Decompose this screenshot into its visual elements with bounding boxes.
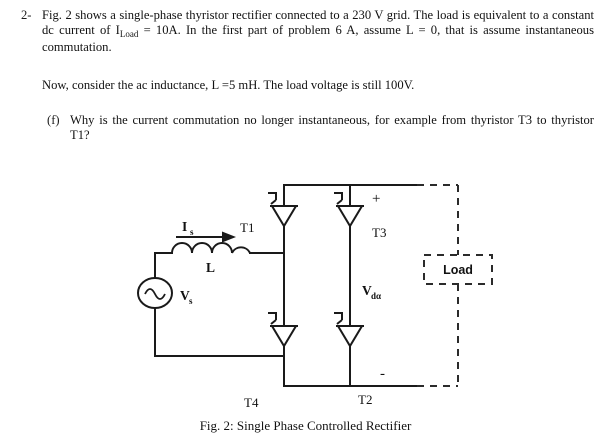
thyristor-t1-label: T1: [240, 220, 254, 235]
dc-minus-sign: -: [380, 366, 385, 382]
current-label-is: I: [182, 219, 187, 234]
i-load-subscript: Load: [119, 28, 139, 39]
paragraph-1-part-a: Fig. 2 shows a single-phase thyristor re…: [42, 8, 594, 38]
load-connection-dashed: [417, 184, 459, 387]
circuit-wires: [154, 184, 418, 387]
current-label-is-sub: s: [190, 227, 194, 237]
thyristor-t3-label: T3: [372, 225, 386, 240]
coil-loop-3: [211, 242, 233, 254]
t3-gate-tick: [336, 199, 343, 205]
t1-triangle: [270, 205, 298, 228]
t2-triangle: [336, 325, 364, 348]
t2-gate-lead: [334, 312, 343, 320]
ac-voltage-source: [137, 277, 173, 309]
arrow-head: [222, 231, 236, 243]
t4-gate-lead: [268, 312, 277, 320]
current-arrow-is: [176, 231, 236, 243]
problem-paragraph-2: Now, consider the ac inductance, L =5 mH…: [42, 78, 415, 92]
source-label-vs: V: [180, 288, 190, 303]
item-f-text: Why is the current commutation no longer…: [70, 113, 594, 143]
t1-gate-lead: [268, 192, 277, 200]
t1-gate-tick: [270, 199, 277, 205]
thyristor-t3-symbol: [334, 192, 364, 228]
t3-gate-lead: [334, 192, 343, 200]
source-label-vs-sub: s: [189, 296, 193, 306]
coil-loop-4: [231, 246, 251, 254]
thyristor-t2-symbol: [334, 312, 364, 348]
source-circle: [137, 277, 173, 309]
load-box: Load: [423, 254, 493, 285]
coil-loop-1: [171, 242, 193, 254]
vdc-label: V: [362, 283, 372, 298]
dc-plus-sign: +: [372, 191, 380, 207]
thyristor-t4-label: T4: [244, 395, 259, 410]
figure-2: Load I s T1 L V s + T3 V dα - T4 T2 Fig.…: [0, 160, 611, 446]
inductor-coil: [171, 242, 251, 254]
thyristor-t2-label: T2: [358, 392, 372, 407]
circuit-diagram: Load I s T1 L V s + T3 V dα - T4 T2: [137, 184, 493, 410]
t4-triangle: [270, 325, 298, 348]
vdc-label-sub: dα: [371, 291, 381, 301]
t4-gate-tick: [270, 319, 277, 325]
t3-triangle: [336, 205, 364, 228]
load-label: Load: [443, 263, 473, 277]
problem-paragraph-1: Fig. 2 shows a single-phase thyristor re…: [42, 8, 594, 55]
sine-wave-icon: [144, 288, 166, 300]
thyristor-t1-symbol: [268, 192, 298, 228]
figure-caption: Fig. 2: Single Phase Controlled Rectifie…: [199, 418, 412, 433]
paragraph-1-part-b: = 10A. In the first part of problem 6 A,…: [42, 23, 594, 54]
t2-gate-tick: [336, 319, 343, 325]
item-f-label: (f): [47, 113, 60, 127]
load-box-outline: [423, 254, 493, 285]
inductor-label: L: [206, 260, 215, 275]
thyristor-t4-symbol: [268, 312, 298, 348]
problem-number: 2-: [21, 8, 32, 22]
coil-loop-2: [191, 242, 213, 254]
